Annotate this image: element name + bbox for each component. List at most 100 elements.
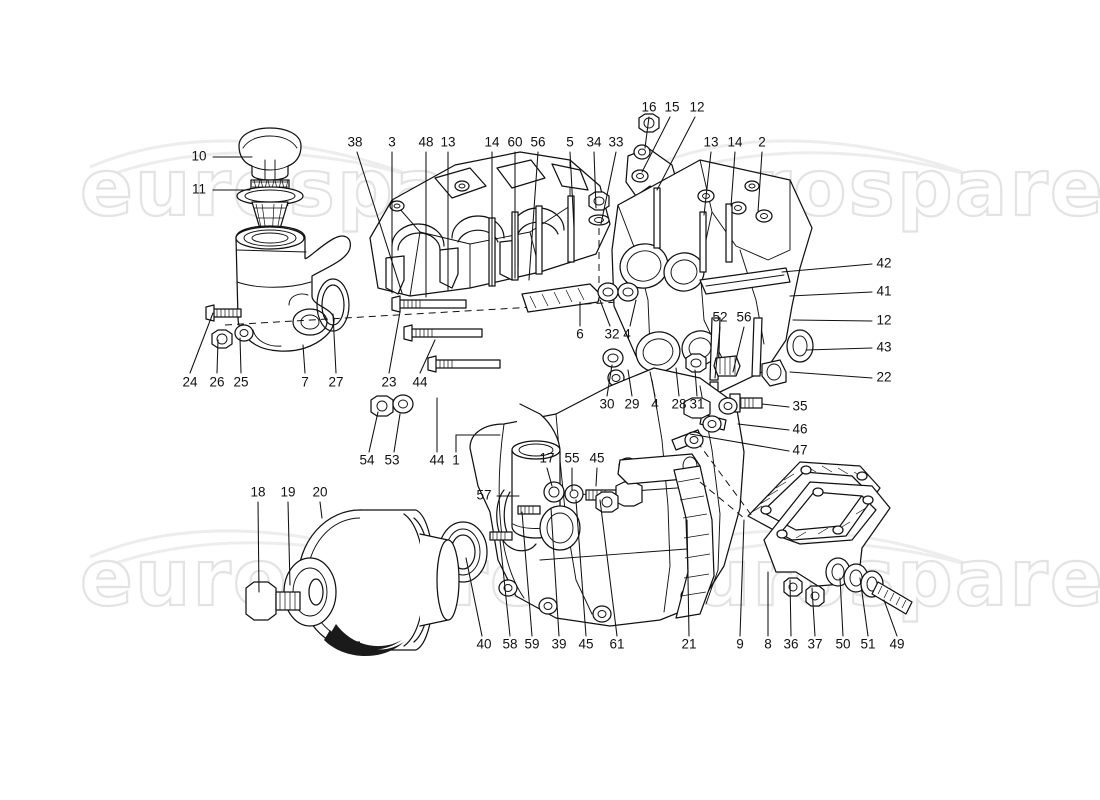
callout-number-c4a: 4 [623,327,631,342]
callout-leader-36 [789,579,792,637]
callout-leader-50 [839,577,844,637]
nut-54 [370,395,394,417]
ledge-42 [699,267,791,295]
callout-number-c37: 37 [807,637,822,652]
callout-number-c13b: 13 [703,135,718,150]
callout-number-c10: 10 [191,149,206,164]
callout-leader-58 [499,539,511,637]
callout-leader-1 [455,434,501,453]
callout-number-c6: 6 [576,327,584,342]
callout-leader-34 [593,151,597,209]
callout-leader-35 [761,403,790,408]
callout-number-c54: 54 [359,453,375,468]
callout-leader-40 [465,557,483,637]
crankcase-main-casting [438,367,745,627]
callout-leader-12 [792,319,873,322]
callout-leader-45 [575,499,587,637]
callout-leader-2 [757,151,763,213]
callout-number-c56a: 56 [530,135,545,150]
crank-pulley-assembly [245,509,460,657]
callout-leader-29 [627,369,633,397]
callout-number-c33: 33 [608,135,623,150]
callout-leader-31 [694,369,698,397]
washer-32 [597,282,619,302]
housing-boss [292,308,328,336]
callout-leader-16 [644,116,650,149]
callout-leader-30 [606,364,613,397]
callout-number-c47: 47 [792,443,807,458]
callout-leader-28 [675,367,680,397]
callout-number-c42: 42 [876,256,891,271]
callout-number-c44b: 44 [429,453,445,468]
callout-number-c4b: 4 [651,397,659,412]
callout-number-c44a: 44 [412,375,428,390]
callout-leader-15 [641,116,671,173]
callout-leader-24 [189,312,214,374]
callout-leader-37 [811,587,816,637]
callout-leader-23 [388,311,401,374]
callout-number-c7: 7 [301,375,309,390]
callout-number-c46: 46 [792,422,807,437]
callout-leader-52 [714,326,721,379]
callout-number-c55a: 55 [564,451,579,466]
washer-53 [392,394,414,414]
callout-number-c14b: 14 [727,135,743,150]
callout-number-c38: 38 [347,135,362,150]
bolt-18 [245,581,277,621]
callout-leader-5 [569,151,575,229]
washer-33 [588,214,610,226]
bolt-49 [871,581,913,615]
callout-number-c18: 18 [250,485,265,500]
callout-leader-45 [595,467,598,487]
callout-leader-27 [332,313,337,374]
washer-25 [234,324,254,342]
callout-number-c53: 53 [384,453,399,468]
nut-36 [783,577,803,597]
callout-leader-56 [732,326,745,373]
callout-number-c35: 35 [792,399,807,414]
callout-number-c3: 3 [388,135,396,150]
callout-number-c13a: 13 [440,135,455,150]
callout-number-c30: 30 [599,397,614,412]
callout-number-c58: 58 [502,637,517,652]
callout-leader-38 [356,151,403,294]
callout-leader-13 [703,151,712,216]
callout-number-c26: 26 [209,375,224,390]
callout-number-c23: 23 [381,375,396,390]
callout-leader-17 [546,467,553,487]
callout-leader-46 [737,423,790,431]
callout-leader-51 [859,577,869,637]
callout-number-c40: 40 [476,637,491,652]
callout-leader-20 [319,501,323,519]
callout-number-c39: 39 [551,637,566,652]
callout-leader-42 [781,263,873,273]
callout-leader-54 [368,411,379,453]
callout-number-c12a: 12 [689,100,704,115]
callout-number-c22: 22 [876,370,891,385]
stud-group-upper [488,195,575,287]
callout-number-c24: 24 [182,375,198,390]
callout-number-c36: 36 [783,637,798,652]
callout-number-c34: 34 [586,135,602,150]
callout-number-c29: 29 [624,397,639,412]
stud-group-lower [391,295,501,373]
gasket-strip-6 [521,283,601,313]
nut-31 [685,353,707,373]
bolt-35 [737,397,763,409]
callout-number-c56b: 56 [736,310,751,325]
callout-number-c19: 19 [280,485,295,500]
bolt-24 [205,304,242,322]
callout-number-c20: 20 [312,485,327,500]
callout-leader-12 [656,116,696,191]
callout-leader-39 [550,507,560,637]
callout-number-c45a: 45 [589,451,604,466]
callout-leader-22 [789,371,873,379]
callout-number-c31: 31 [689,397,704,412]
callout-leader-7 [302,344,306,374]
nut-34 [588,191,610,211]
nut-16 [638,113,660,133]
callout-number-c21: 21 [681,637,696,652]
small-hardware-group [370,393,763,451]
callout-leader-44 [419,339,436,374]
